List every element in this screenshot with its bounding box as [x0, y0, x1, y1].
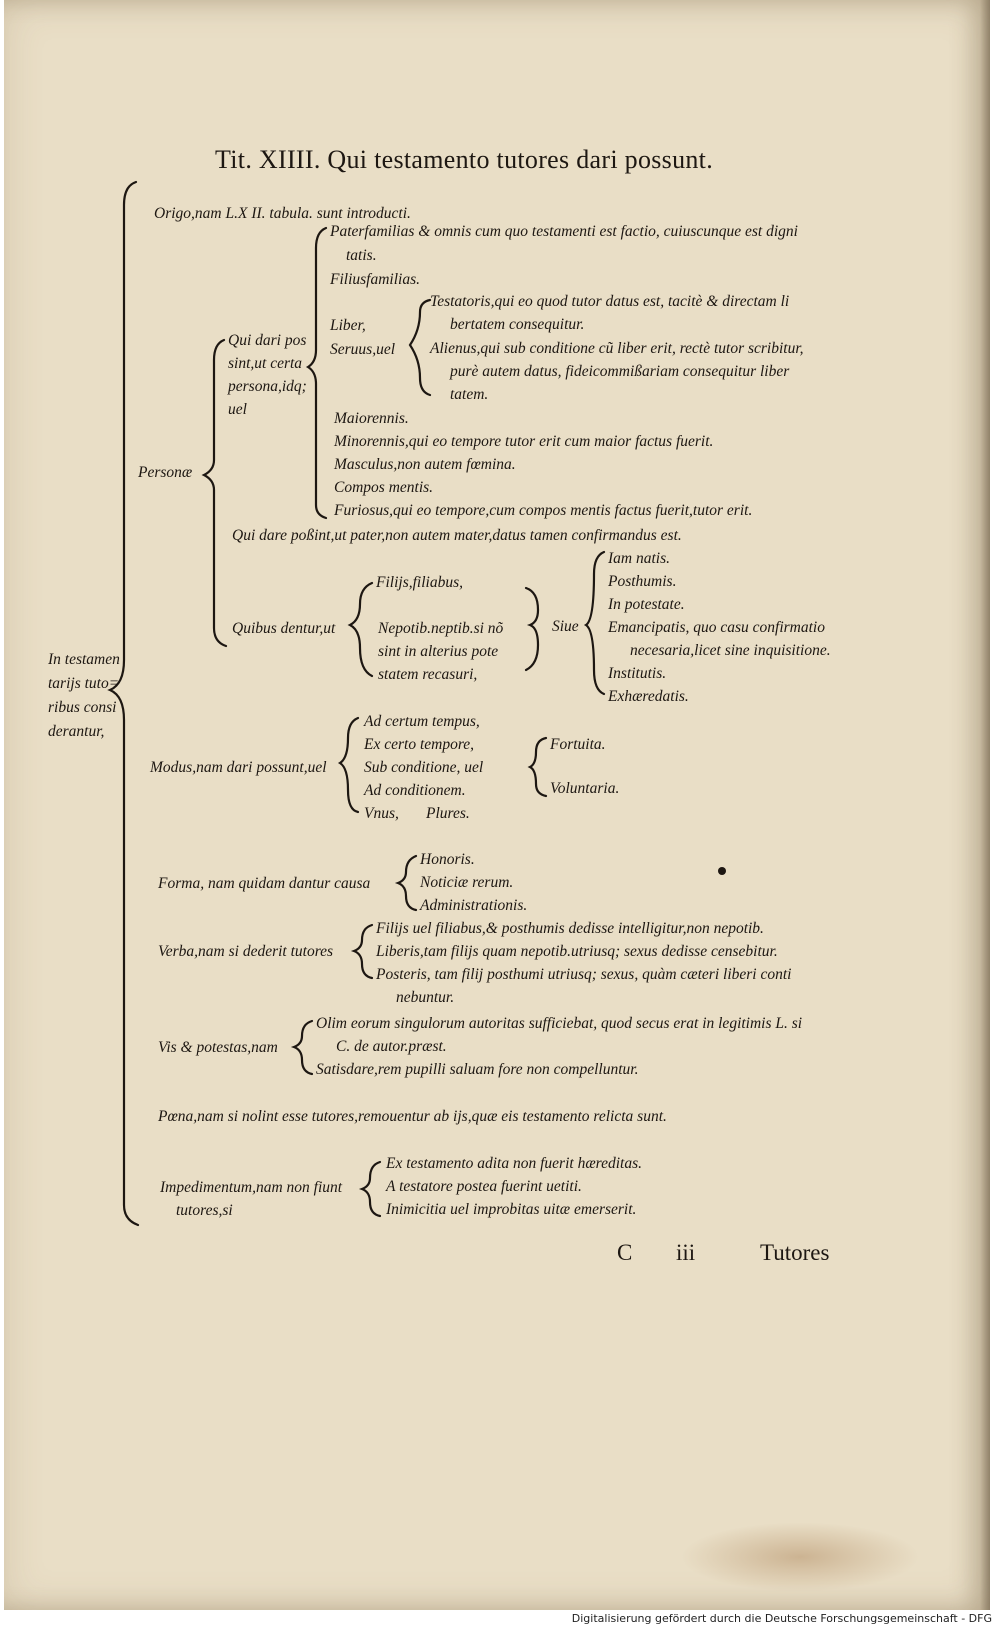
impedimentum-label-1: Impedimentum,nam non fiunt — [160, 1179, 343, 1196]
siue-label: Siue — [552, 618, 579, 635]
modus-sub-voluntaria: Voluntaria. — [550, 780, 620, 797]
modus-item-4: Ad conditionem. — [364, 782, 466, 799]
paterfamilias-line-2: tatis. — [346, 247, 377, 264]
testatoris-line-1: Testatoris,qui eo quod tutor datus est, … — [430, 293, 790, 310]
furiosus-line: Furiosus,qui eo tempore,cum compos menti… — [334, 502, 753, 519]
root-label-line-1: In testamen — [48, 651, 120, 668]
modus-item-5: Vnus, — [364, 805, 399, 822]
modus-sub-fortuita: Fortuita. — [550, 736, 606, 753]
siue-item-4: Emancipatis, quo casu confirmatio — [608, 619, 825, 636]
liber-line: Liber, — [330, 317, 366, 334]
vis-label: Vis & potestas,nam — [158, 1039, 278, 1056]
qui-dari-label-2: sint,ut certa — [228, 355, 303, 372]
vis-item-2: Satisdare,rem pupilli saluam fore non co… — [316, 1061, 639, 1078]
modus-item-3: Sub conditione, uel — [364, 759, 484, 776]
brace-personae — [201, 338, 228, 648]
verba-label: Verba,nam si dederit tutores — [158, 943, 334, 960]
siue-item-6: Exhæredatis. — [608, 688, 689, 705]
water-stain — [680, 1522, 920, 1592]
qui-dari-label-3: persona,idq; — [228, 378, 307, 395]
brace-siue-left — [524, 586, 540, 672]
qui-dari-label-4: uel — [228, 401, 247, 418]
poena-line: Pœna,nam si nolint esse tutores,remouent… — [158, 1108, 667, 1125]
seruus-line: Seruus,uel — [330, 341, 396, 358]
nepotib-line-1: Nepotib.neptib.si nõ — [378, 620, 504, 637]
modus-label: Modus,nam dari possunt,uel — [150, 759, 327, 776]
brace-siue-list — [583, 550, 606, 696]
alienus-line-2: purè autem datus, fideicommißariam conse… — [450, 363, 790, 380]
brace-root — [107, 180, 140, 1227]
paterfamilias-line-1: Paterfamilias & omnis cum quo testamenti… — [330, 223, 798, 240]
impedimentum-item-2: A testatore postea fuerint uetiti. — [386, 1178, 582, 1195]
verba-item-3: Posteris, tam filij posthumi utriusq; se… — [376, 966, 792, 983]
forma-item-3: Administrationis. — [420, 897, 528, 914]
alienus-line-1: Alienus,qui sub conditione cũ liber erit… — [430, 340, 804, 357]
forma-item-2: Noticiæ rerum. — [420, 874, 514, 891]
maiorennis-line: Maiorennis. — [334, 410, 409, 427]
brace-impedimentum — [358, 1160, 382, 1218]
verba-item-1: Filijs uel filiabus,& posthumis dedisse … — [376, 920, 764, 937]
modus-item-1: Ad certum tempus, — [364, 713, 480, 730]
minorennis-line: Minorennis,qui eo tempore tutor erit cum… — [334, 433, 714, 450]
qui-dare-line: Qui dare poßint,ut pater,non autem mater… — [232, 527, 682, 544]
filiusfamilias-line: Filiusfamilias. — [330, 271, 420, 288]
siue-item-3: In potestate. — [608, 596, 685, 613]
brace-vis — [290, 1019, 314, 1076]
filijs-line: Filijs,filiabus, — [376, 574, 463, 591]
forma-label: Forma, nam quidam dantur causa — [158, 875, 371, 892]
page-title: Tit. XIIII. Qui testamento tutores dari … — [215, 145, 714, 174]
brace-modus — [337, 716, 360, 814]
qui-dari-label-1: Qui dari pos — [228, 332, 307, 349]
compos-line: Compos mentis. — [334, 479, 434, 496]
alienus-line-3: tatem. — [450, 386, 489, 403]
digitization-credit: Digitalisierung gefördert durch die Deut… — [571, 1612, 992, 1625]
brace-verba — [350, 923, 374, 980]
forma-item-1: Honoris. — [420, 851, 475, 868]
quibus-label: Quibus dentur,ut — [232, 620, 336, 637]
modus-item-2: Ex certo tempore, — [364, 736, 475, 753]
verba-item-3-cont: nebuntur. — [396, 989, 455, 1006]
siue-item-5: Institutis. — [608, 665, 667, 682]
vis-item-1-cont: C. de autor.præst. — [336, 1038, 447, 1055]
siue-item-1: Iam natis. — [608, 550, 670, 567]
root-label-line-3: ribus consi — [48, 699, 117, 716]
modus-item-plures: Plures. — [426, 805, 470, 822]
brace-modus-sub — [527, 736, 548, 798]
root-label-line-4: derantur, — [48, 723, 105, 740]
siue-item-2: Posthumis. — [608, 573, 677, 590]
vis-item-1: Olim eorum singulorum autoritas sufficie… — [316, 1015, 803, 1032]
origo-line: Origo,nam L.X II. tabula. sunt introduct… — [154, 205, 411, 222]
siue-item-4-cont: necesaria,licet sine inquisitione. — [630, 642, 831, 659]
root-label-line-2: tarijs tuto= — [48, 675, 120, 692]
personae-label: Personæ — [138, 464, 193, 481]
brace-qui-dari — [305, 226, 328, 520]
impedimentum-item-3: Inimicitia uel improbitas uitæ emerserit… — [386, 1201, 637, 1218]
brace-seruus — [408, 298, 432, 397]
impedimentum-item-1: Ex testamento adita non fuerit hæreditas… — [386, 1155, 643, 1172]
nepotib-line-3: statem recasuri, — [378, 666, 478, 683]
brace-quibus — [347, 581, 374, 678]
testatoris-line-2: bertatem consequitur. — [450, 316, 585, 333]
brace-forma — [394, 854, 418, 912]
folio-number: iii — [676, 1240, 696, 1265]
nepotib-line-2: sint in alterius pote — [378, 643, 499, 660]
masculus-line: Masculus,non autem fœmina. — [334, 456, 516, 473]
verba-item-2: Liberis,tam filijs quam nepotib.utriusq;… — [376, 943, 778, 960]
signature-mark: C — [617, 1240, 633, 1265]
impedimentum-label-2: tutores,si — [176, 1202, 233, 1219]
ink-dot — [718, 867, 726, 875]
catchword: Tutores — [760, 1240, 830, 1265]
book-page — [4, 0, 990, 1610]
